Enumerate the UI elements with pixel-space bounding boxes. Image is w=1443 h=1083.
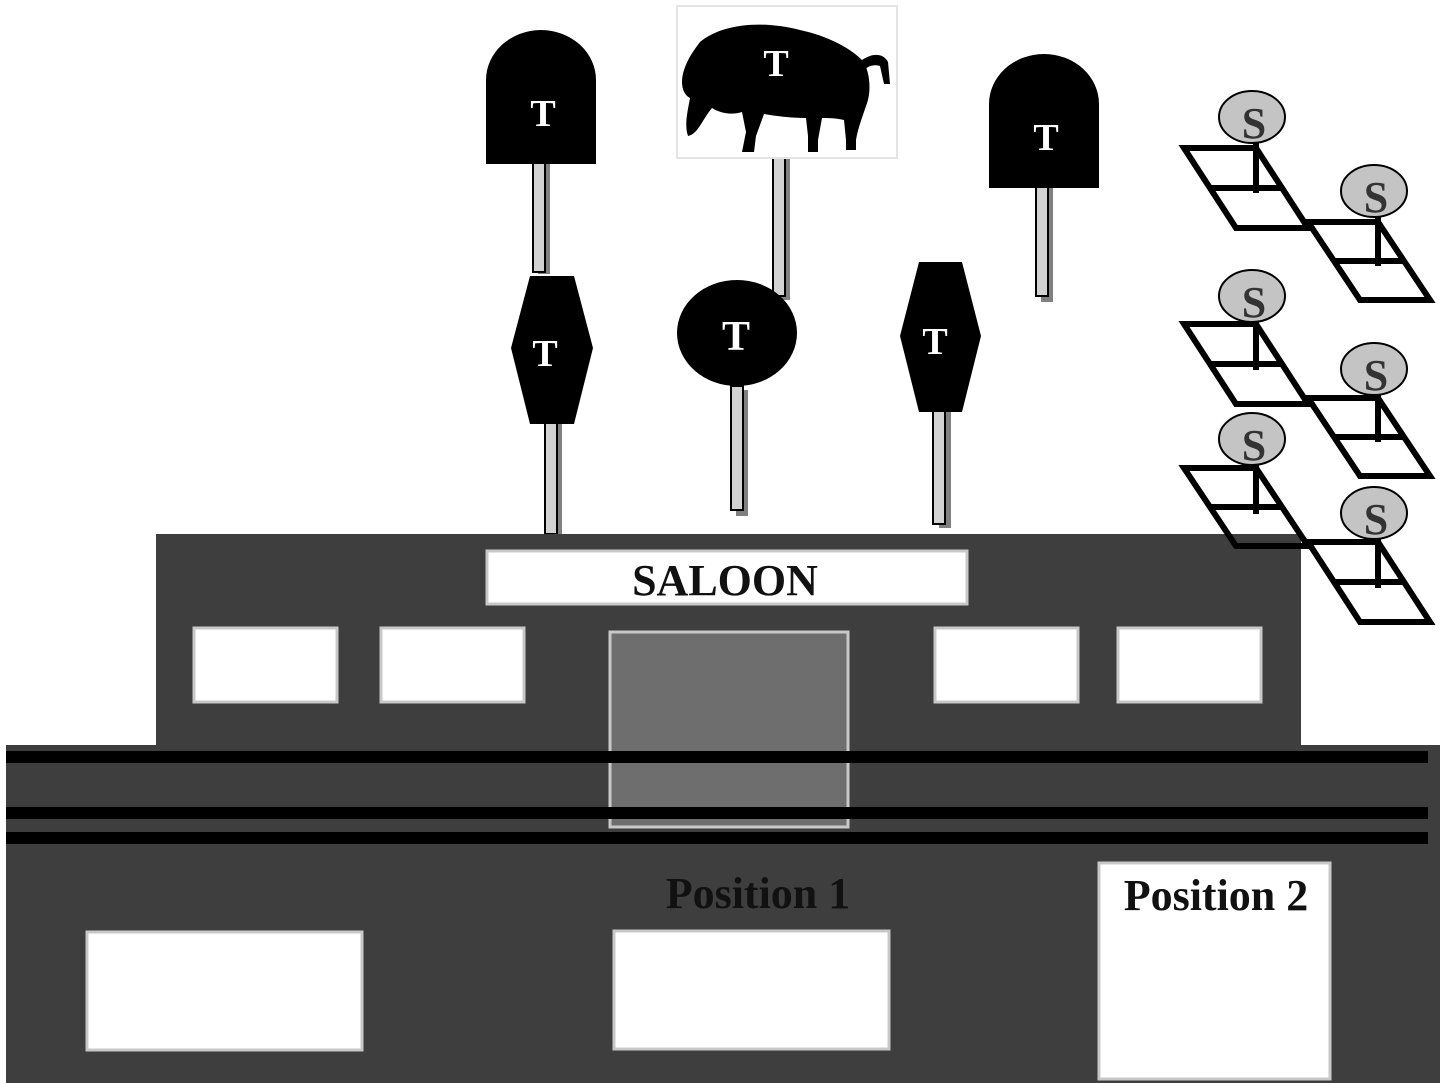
satellite-unit [1302,216,1436,303]
lower-window-left [85,930,364,1052]
target-label: T [1033,117,1058,159]
target-label: T [763,43,788,85]
buffalo-silhouette [682,24,890,153]
circle-sign [677,280,797,386]
target-label: T [922,321,947,363]
tombstone-sign [989,54,1099,188]
position-1-label: Position 1 [666,869,851,918]
position-2-label: Position 2 [1124,871,1309,920]
satellite-dish: S [1340,342,1408,400]
upper-window [192,626,339,704]
satellite-unit [1302,392,1436,479]
satellite-dish: S [1218,90,1286,148]
saloon-door [608,630,850,829]
target-label: T [722,314,750,360]
satellite-unit [1302,536,1436,625]
hexagon-sign [900,262,981,412]
saloon-sign-text: SALOON [632,556,818,605]
satellite-label: S [1364,495,1388,544]
satellite-label: S [1364,351,1388,400]
satellite-label: S [1242,278,1266,327]
position-1-window [612,929,891,1051]
target-circle: T [677,280,797,516]
saloon-sign-board [485,549,969,606]
satellite-dish: S [1218,412,1286,470]
satellite-unit [1178,143,1314,231]
satellite-label: S [1364,173,1388,222]
satellite-dish: S [1340,164,1408,222]
upper-window [933,626,1080,704]
saloon-building: SALOON Position 1 Position 2 [6,534,1440,1083]
porch-rail [6,832,1428,844]
target-buffalo: T [676,5,898,300]
target-hexagon-left: T [511,276,593,538]
satellite-dishes: S S S S S S [1218,90,1408,544]
satellite-unit [1178,462,1314,549]
hexagon-sign [511,276,593,424]
upper-window [1116,626,1263,704]
target-label: T [532,333,557,375]
tombstone-sign [486,30,596,164]
satellite-array [1178,143,1436,625]
target-tombstone-left: T [486,30,596,274]
porch-rail [6,807,1428,819]
upper-window [379,626,526,704]
satellite-dish: S [1340,486,1408,544]
target-tombstone-right: T [989,54,1099,302]
satellite-label: S [1242,421,1266,470]
satellite-dish: S [1218,269,1286,327]
satellite-label: S [1242,99,1266,148]
target-label: T [530,93,555,135]
position-2-window [1097,861,1332,1081]
porch-rail [6,751,1428,763]
satellite-unit [1178,318,1314,407]
target-hexagon-right: T [900,262,981,528]
